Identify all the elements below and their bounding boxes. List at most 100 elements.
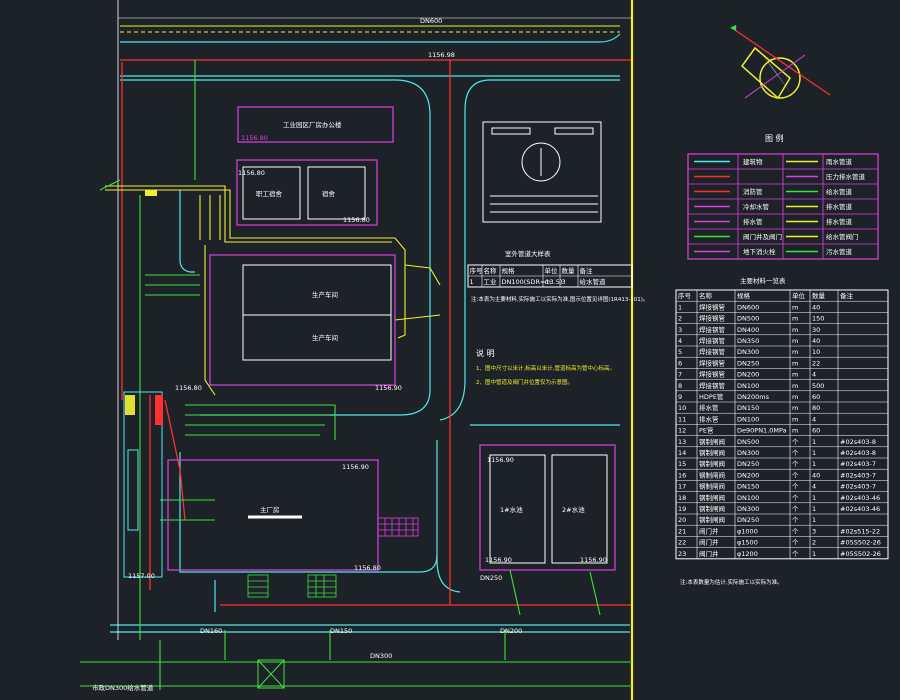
pipe-table-cell: DN300 (737, 505, 759, 513)
pipe-table-cell: m (792, 382, 798, 390)
section-table-header: 备注 (580, 266, 594, 275)
hatch-bottom-a (247, 574, 269, 598)
pipe-table-cell: 钢制闸阀 (699, 448, 725, 457)
pipe-table-cell: 个 (792, 494, 799, 502)
pipe-table-cell: 4 (812, 415, 816, 423)
pipe-table-cell: DN250 (737, 516, 759, 524)
rain-pool-drops (509, 569, 601, 616)
elev-office: 1156.80 (241, 134, 268, 142)
pipe-table-cell: 19 (678, 505, 686, 513)
pipe-table-cell: 3 (678, 326, 682, 334)
pipe-table-cell: #02s403-7 (840, 460, 876, 468)
road-right-loop (439, 79, 620, 421)
label-dn-b: DN150 (330, 627, 352, 635)
elev-dorm-tl: 1156.80 (238, 169, 265, 177)
pipe-table-cell: m (792, 359, 798, 367)
pipe-table-cell: 7 (678, 371, 682, 379)
pipe-table-cell: 500 (812, 382, 824, 390)
pipe-table-cell: #02s403-7 (840, 483, 876, 491)
legend-label-left: 阀门井及阀门 (743, 232, 782, 241)
pipe-table-cell: #02s403-8 (840, 449, 876, 457)
building-inner (242, 166, 608, 564)
footer-note: 注:本表数量为估计,实际施工以实际为准。 (680, 578, 783, 586)
pipe-table-cell: #05S502-26 (840, 539, 881, 547)
pool-a (489, 454, 546, 564)
roads (110, 33, 630, 633)
notes-title: 说 明 (476, 348, 495, 358)
pipe-table-cell: 个 (792, 483, 799, 491)
pipe-table-cell: DN200 (737, 471, 759, 479)
legend-label-left: 冷却水管 (743, 202, 770, 211)
pipe-table-cell: DN500 (737, 438, 759, 446)
rain-pipes-lower (160, 499, 215, 521)
hatch-bottom-b (307, 574, 337, 598)
label-hall: 主厂房 (260, 505, 280, 514)
pipe-table-cell: DN200 (737, 371, 759, 379)
building-hall (167, 459, 379, 571)
pipe-table-cell: 个 (792, 516, 799, 524)
pipe-table-cell: 钢制闸阀 (699, 482, 725, 491)
pipe-table-cell: 14 (678, 449, 686, 457)
elev-hall-tr: 1156.90 (342, 463, 369, 471)
pipe-table-header: 备注 (840, 291, 854, 300)
pipe-table-cell: DN500 (737, 315, 759, 323)
rain-pipes-mid (185, 404, 336, 440)
label-pool-a: 1#水池 (500, 505, 523, 514)
pipe-table-cell: m (792, 348, 798, 356)
pipe-table-cell: 焊接钢管 (699, 358, 726, 367)
label-dn-c: DN200 (500, 627, 522, 635)
top-road-edge (120, 33, 621, 43)
pipe-table-cell: DN250 (737, 460, 759, 468)
hatch-right (377, 517, 419, 537)
equipment-a (125, 395, 135, 415)
section-table-cell: 工业 (484, 277, 498, 286)
notes-line-2: 2、图中管道及阀门井位置仅为示意图。 (476, 378, 573, 386)
bottom-valve-box (257, 659, 285, 689)
building-shop-b (242, 314, 392, 361)
pipe-table-cell: 个 (792, 438, 799, 446)
hatch-boxes (247, 517, 419, 598)
legend-label-left: 地下消火栓 (743, 247, 776, 256)
rain-branches (145, 274, 200, 296)
legend-title: 图 例 (765, 133, 784, 143)
pipe-table-header: 单位 (792, 291, 806, 300)
equipment-c (127, 449, 139, 531)
section-table-cell: 3 (562, 278, 566, 286)
pipe-table-cell: m (792, 337, 798, 345)
pool-b (551, 454, 608, 564)
pipe-table-cell: De90PN1.0MPa (737, 427, 787, 435)
road-bottom-loop (179, 452, 438, 573)
water-pipe-2 (105, 185, 392, 243)
pipe-table-cell: 15 (678, 460, 686, 468)
elev-hall-br: 1156.80 (354, 564, 381, 572)
water-pipe-4 (404, 264, 441, 286)
legend-label-left: 排水管 (743, 217, 763, 226)
section-table-cell: DN100(SDR=13.5) (502, 278, 563, 286)
pipe-table-cell: 个 (792, 550, 799, 558)
pipe-table-cell: m (792, 315, 798, 323)
label-top-pipe: DN600 (420, 17, 442, 25)
water-pipe-5 (394, 314, 441, 321)
pipe-table-cell: 10 (678, 404, 686, 412)
north-arrow-ring (759, 57, 801, 99)
pipe-table-cell: 1 (812, 449, 816, 457)
pipe-table-cell: 5 (678, 348, 682, 356)
pipe-table-cell: 1 (812, 550, 816, 558)
elev-pool-tl: 1156.90 (487, 456, 514, 464)
pipe-table-cell: 3 (812, 527, 816, 535)
section-table-header: 单位 (545, 266, 559, 275)
table-note: 注:本表为主要材料,实际施工以实际为准,图示位置见详图(1R413-101)。 (471, 295, 648, 303)
section-table-header: 序号 (470, 266, 484, 275)
equipment-b (155, 395, 163, 425)
section-table-header: 名称 (484, 266, 498, 275)
pipe-table-cell: 22 (812, 359, 820, 367)
pipe-table-cell: m (792, 404, 798, 412)
pipe-table-cell: m (792, 326, 798, 334)
pipe-table-cell: 钢制闸阀 (699, 504, 725, 513)
pipe-table-cell: 4 (812, 483, 816, 491)
road-lower-right (436, 440, 461, 593)
section-table-cell: 给水管道 (580, 277, 607, 286)
pipe-table-cell: m (792, 303, 798, 311)
pipe-table-cell: m (792, 393, 798, 401)
